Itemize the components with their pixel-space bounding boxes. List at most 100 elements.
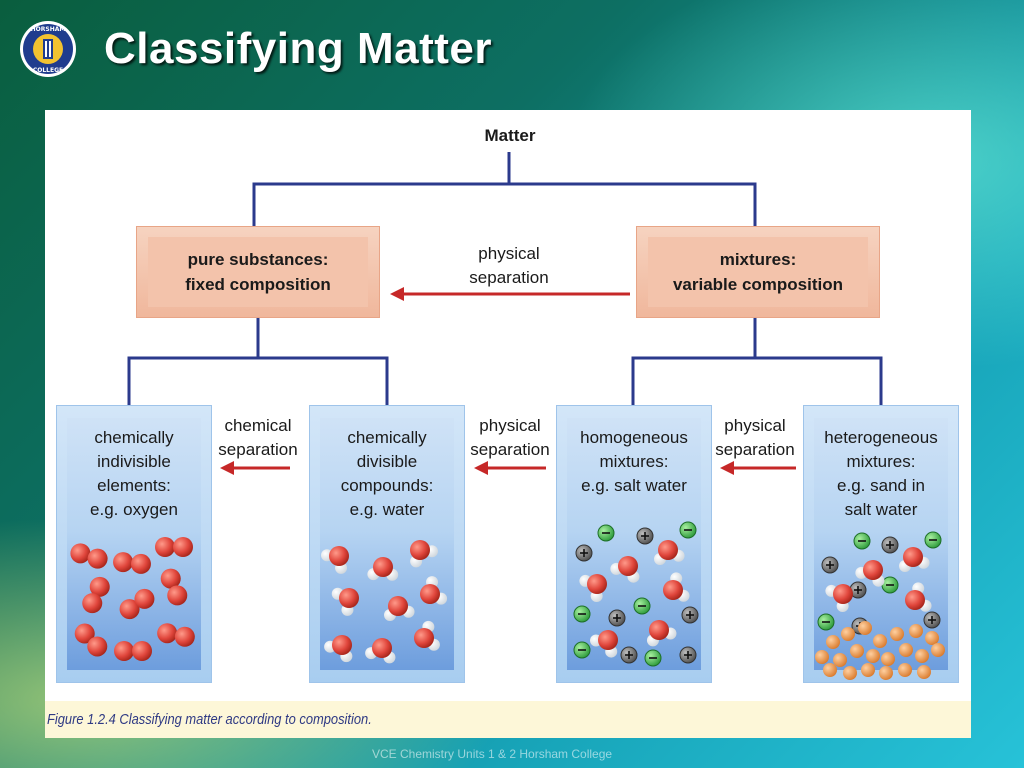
footer-text: VCE Chemistry Units 1 & 2 Horsham Colleg… — [372, 747, 613, 761]
college-crest-icon: HORSHAM COLLEGE — [20, 21, 76, 77]
sand-grain — [833, 653, 847, 667]
arrow-label-physical-separation: physical separation — [464, 414, 556, 462]
oxygen-atom — [113, 552, 134, 573]
minus-ion-icon — [853, 532, 871, 550]
svg-text:HORSHAM: HORSHAM — [31, 26, 66, 33]
minus-ion-icon — [679, 521, 697, 539]
page-title: Classifying Matter — [104, 24, 492, 73]
oxygen-atom — [157, 623, 178, 644]
arrow-label: separation — [470, 440, 550, 459]
sand-grain — [823, 663, 837, 677]
oxygen-atom — [155, 537, 175, 557]
arrow-label-chemical-separation: chemical separation — [212, 414, 304, 462]
plus-ion-icon — [923, 611, 941, 629]
oxygen-atom — [598, 630, 618, 650]
minus-ion-icon — [817, 613, 835, 631]
oxygen-atom — [663, 580, 683, 600]
sand-grain — [909, 624, 923, 638]
minus-ion-icon — [573, 641, 591, 659]
node-mixtures: mixtures: variable composition — [636, 226, 880, 318]
arrow-label: separation — [715, 440, 795, 459]
plus-ion-icon — [681, 606, 699, 624]
svg-text:COLLEGE: COLLEGE — [33, 67, 63, 74]
arrow-head-icon — [720, 461, 734, 475]
node-text: heterogeneous mixtures: e.g. sand in sal… — [814, 426, 948, 522]
minus-ion-icon — [633, 597, 651, 615]
arrow-head-icon — [474, 461, 488, 475]
node-label: indivisible — [97, 452, 171, 471]
minus-ion-icon — [644, 649, 662, 667]
sand-grain — [915, 649, 929, 663]
sand-grain — [866, 649, 880, 663]
minus-ion-icon — [597, 524, 615, 542]
node-label: divisible — [356, 452, 418, 471]
node-label: homogeneous — [580, 428, 688, 447]
minus-ion-icon — [573, 605, 591, 623]
top-arrow-label: physical separation — [456, 242, 562, 290]
node-label: chemically — [94, 428, 174, 447]
arrow-label: physical — [724, 416, 786, 435]
node-compounds: chemically divisible compounds: e.g. wat… — [309, 405, 465, 683]
node-label: mixtures: — [719, 250, 797, 269]
sand-grain — [861, 663, 875, 677]
sand-grain — [890, 627, 904, 641]
sand-grain — [917, 665, 931, 679]
oxygen-atom — [332, 635, 352, 655]
sand-grain — [931, 643, 945, 657]
separation-arrows — [220, 287, 796, 475]
figure-caption: Figure 1.2.4 Classifying matter accordin… — [47, 711, 372, 728]
node-label: salt water — [844, 500, 918, 519]
oxygen-atom — [833, 584, 853, 604]
oxygen-atom — [372, 638, 392, 658]
sand-grain — [826, 635, 840, 649]
plus-ion-icon — [620, 646, 638, 664]
sand-grain — [850, 644, 864, 658]
oxygen-atom — [658, 540, 678, 560]
oxygen-atom — [905, 590, 925, 610]
arrow-head-icon — [220, 461, 234, 475]
node-label: e.g. water — [349, 500, 425, 519]
oxygen-atom — [130, 553, 151, 574]
oxygen-atom — [373, 557, 393, 577]
node-label: compounds: — [340, 476, 434, 495]
oxygen-atom — [114, 641, 134, 661]
node-homogeneous: homogeneous mixtures: e.g. salt water — [556, 405, 712, 683]
oxygen-atom — [388, 596, 408, 616]
sand-grain — [873, 634, 887, 648]
plus-ion-icon — [636, 527, 654, 545]
sand-grain — [899, 643, 913, 657]
oxygen-atom — [134, 588, 155, 609]
plus-ion-icon — [679, 646, 697, 664]
minus-ion-icon — [881, 576, 899, 594]
node-label: mixtures: — [846, 452, 916, 471]
sand-grain — [858, 621, 872, 635]
node-label: e.g. salt water — [581, 476, 687, 495]
oxygen-atom — [903, 547, 923, 567]
sand-grain — [815, 650, 829, 664]
oxygen-atom — [87, 548, 108, 569]
oxygen-atom — [70, 543, 91, 564]
node-label: heterogeneous — [824, 428, 938, 447]
plus-ion-icon — [575, 544, 593, 562]
sand-grain — [843, 666, 857, 680]
node-label: mixtures: — [599, 452, 669, 471]
node-text: homogeneous mixtures: e.g. salt water — [567, 426, 701, 498]
oxygen-atom — [420, 584, 440, 604]
node-label: e.g. oxygen — [90, 500, 178, 519]
caption-strip — [45, 701, 971, 738]
oxygen-atom — [618, 556, 638, 576]
sand-grain — [841, 627, 855, 641]
node-label: chemically — [347, 428, 427, 447]
arrow-label: physical — [478, 244, 540, 263]
oxygen-atom — [173, 537, 193, 557]
oxygen-atom — [160, 568, 181, 589]
node-text: chemically indivisible elements: e.g. ox… — [67, 426, 201, 522]
arrow-label: chemical — [224, 416, 292, 435]
node-label: e.g. sand in — [837, 476, 925, 495]
arrow-label: separation — [218, 440, 298, 459]
plus-ion-icon — [608, 609, 626, 627]
plus-ion-icon — [821, 556, 839, 574]
arrow-label: physical — [479, 416, 541, 435]
node-label: pure substances: — [187, 250, 329, 269]
